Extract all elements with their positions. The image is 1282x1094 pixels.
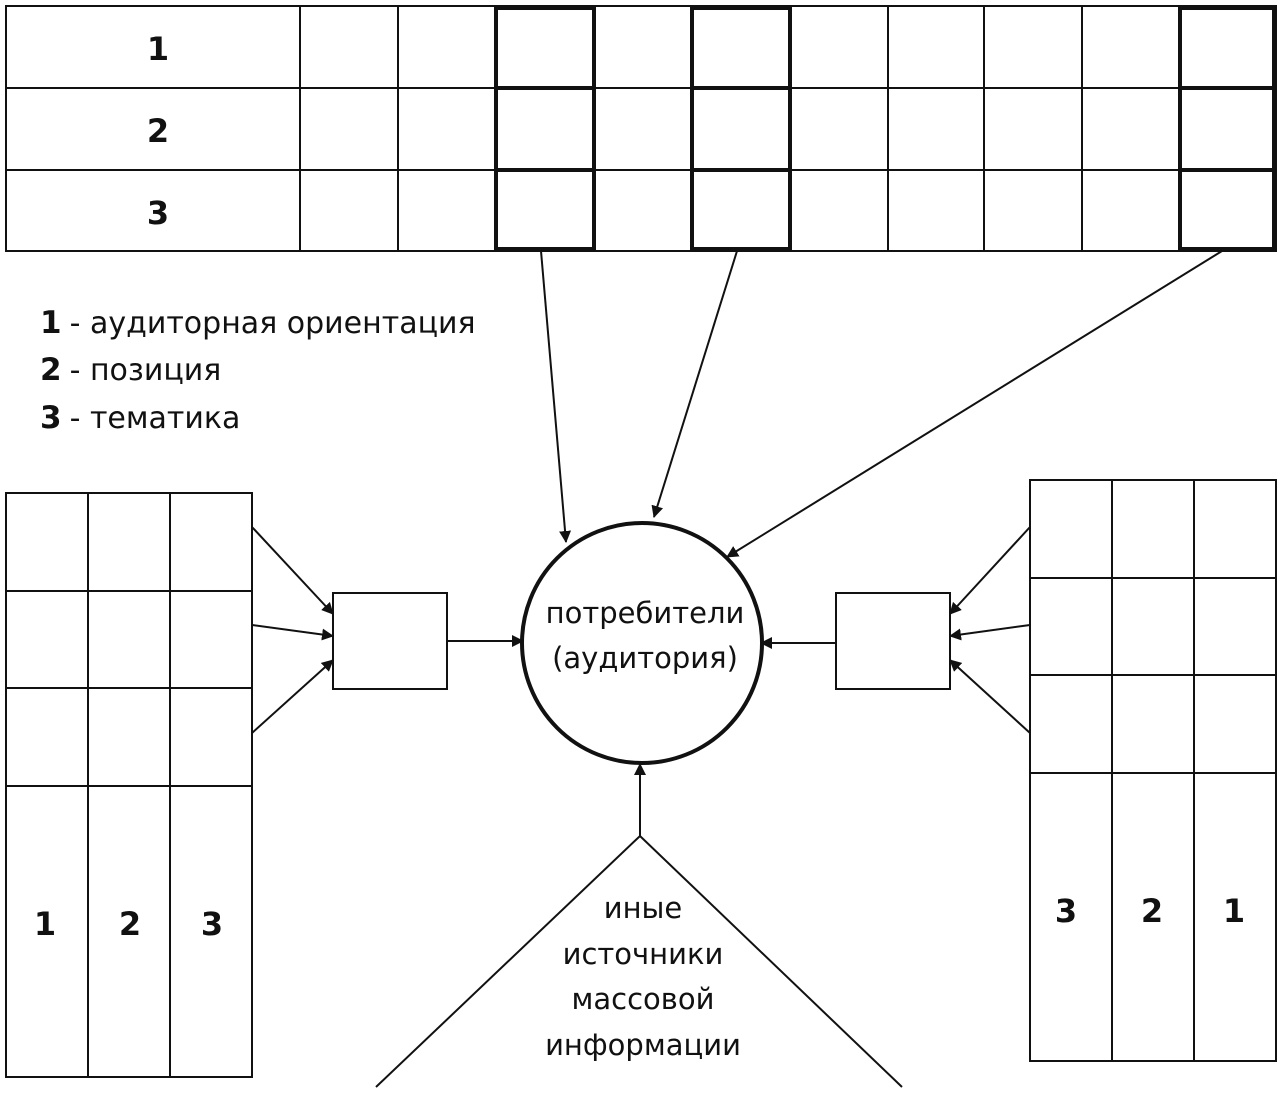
right-col-label-2: 2 — [1141, 892, 1163, 930]
sources-label-3: массовой — [572, 982, 715, 1016]
left-aggregator-box — [332, 592, 448, 690]
right-arrows — [949, 526, 1031, 734]
left-table: 1 2 3 — [5, 492, 253, 1078]
arrow-top-1 — [540, 250, 572, 543]
highlighted-column-2 — [690, 6, 792, 251]
right-aggregator-box — [835, 592, 951, 690]
top-table: 1 2 3 — [5, 5, 1277, 252]
left-col-label-1: 1 — [34, 905, 56, 943]
left-arrows — [251, 526, 334, 734]
legend-item-2: 2- позиция — [40, 352, 221, 388]
sources-label-4: информации — [545, 1028, 741, 1062]
arrow-top-3 — [726, 250, 1223, 558]
arrow-top-2 — [651, 250, 738, 518]
left-col-label-2: 2 — [119, 905, 141, 943]
top-row-label-1: 1 — [147, 30, 169, 68]
highlighted-column-1 — [494, 6, 596, 251]
top-row-label-3: 3 — [147, 194, 169, 232]
legend-item-1: 1- аудиторная ориентация — [40, 305, 476, 341]
right-col-label-1: 1 — [1223, 892, 1245, 930]
other-sources-node: иные источники массовой информации — [375, 763, 903, 1088]
top-arrows — [540, 250, 1223, 558]
highlighted-column-3 — [1178, 6, 1276, 251]
consumers-label-2: (аудитория) — [552, 641, 738, 675]
legend: 1- аудиторная ориентация 2- позиция 3- т… — [40, 305, 476, 436]
right-table: 3 2 1 — [1029, 479, 1277, 1062]
consumers-node: потребители (аудитория) — [520, 521, 764, 765]
legend-item-3: 3- тематика — [40, 400, 240, 436]
consumers-label-1: потребители — [546, 596, 745, 630]
left-col-label-3: 3 — [201, 905, 223, 943]
right-table-border — [1029, 479, 1277, 1062]
top-table-border — [5, 5, 1277, 252]
sources-label-1: иные — [604, 891, 683, 925]
top-row-label-2: 2 — [147, 112, 169, 150]
sources-label-2: источники — [563, 937, 724, 971]
right-col-label-3: 3 — [1055, 892, 1077, 930]
